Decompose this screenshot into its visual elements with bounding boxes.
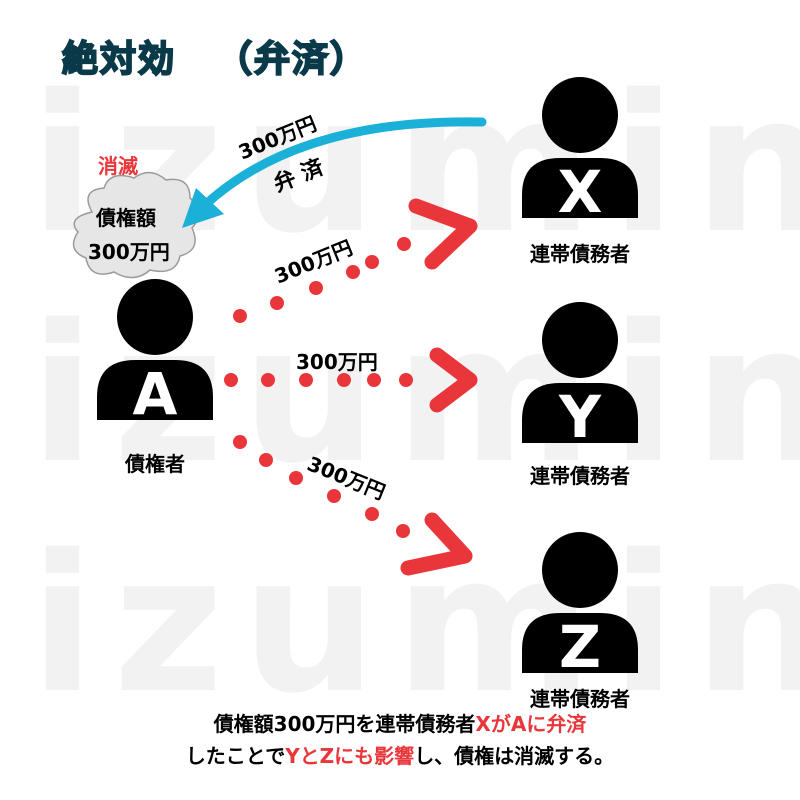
letter-z: Z (558, 613, 602, 681)
caption-2-highlight: YとZにも影響 (285, 744, 415, 768)
cloud-line-1: 債権額 (96, 206, 156, 230)
claim-amount-y: 300万円 (296, 350, 378, 374)
claim-arrow-x (233, 198, 478, 323)
cloud-shape (72, 171, 200, 279)
cloud-line-2: 300万円 (88, 240, 170, 264)
letter-x: X (557, 158, 603, 226)
caption-1-part-1: 債権額300万円を連帯債務者 (213, 712, 476, 736)
caption-2-part-1: したことで (185, 744, 286, 768)
creditor-label: 債権者 (125, 452, 185, 476)
page-title: 絶対効 （弁済） (61, 30, 369, 82)
claim-arrow-y (224, 347, 478, 413)
caption-line-2: したことでYとZにも影響し、債権は消滅する。 (0, 740, 800, 769)
caption-line-1: 債権額300万円を連帯債務者XがAに弁済 (0, 708, 800, 737)
debtor-x-label: 連帯債務者 (530, 242, 630, 266)
letter-a: A (132, 360, 178, 428)
cloud-status: 消滅 (98, 154, 138, 178)
debtor-z-label: 連帯債務者 (530, 687, 630, 711)
title-sub: （弁済） (215, 38, 369, 81)
letter-y: Y (559, 383, 601, 451)
payment-arrow (182, 117, 487, 228)
caption-2-part-3: し、債権は消滅する。 (414, 744, 615, 768)
caption-1-highlight: XがAに弁済 (475, 712, 587, 736)
claim-arrow-z (233, 435, 473, 576)
title-main: 絶対効 (61, 38, 177, 81)
debtor-y-label: 連帯債務者 (530, 464, 630, 488)
